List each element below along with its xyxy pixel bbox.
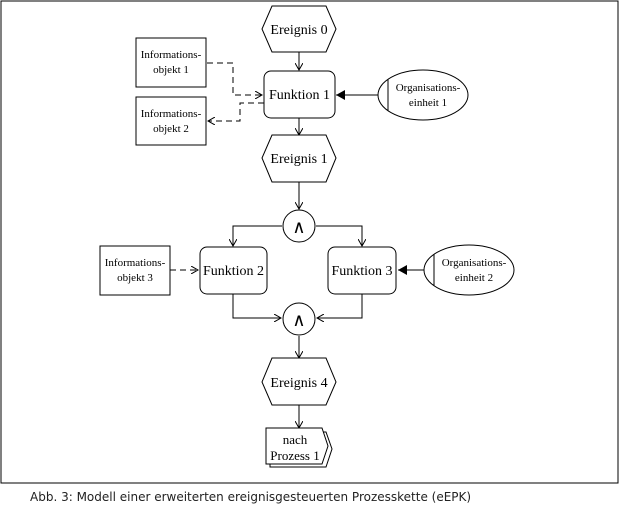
org-unit-1: Organisations- einheit 1 — [377, 69, 469, 121]
info-object-label-line-1: Informations- — [105, 257, 166, 269]
info-object-label-line-2: objekt 3 — [117, 272, 153, 284]
function-label: Funktion 1 — [269, 88, 330, 103]
and-symbol: ∧ — [292, 217, 305, 237]
and-symbol: ∧ — [292, 310, 305, 330]
function-funktion-1: Funktion 1 — [263, 70, 336, 119]
diagram-frame — [0, 0, 619, 484]
org-unit-label-line-1: Organisations- — [396, 82, 461, 94]
info-object-label-line-1: Informations- — [141, 49, 202, 61]
flow-f2-and-join — [232, 294, 281, 318]
info-object-label-line-2: objekt 2 — [153, 123, 189, 135]
event-hexagon — [261, 134, 337, 183]
event-ereignis-4: Ereignis 4 — [261, 357, 337, 406]
event-label: Ereignis 0 — [270, 23, 327, 38]
info-object-label-line-1: Informations- — [141, 108, 202, 120]
process-label-line-1: nach — [283, 432, 308, 447]
information-flow-lines — [170, 62, 264, 270]
function-label: Funktion 3 — [331, 264, 392, 279]
org-unit-ellipse — [423, 244, 515, 296]
event-label: Ereignis 4 — [270, 376, 327, 391]
flow-split-f2 — [233, 225, 282, 246]
and-split-connector: ∧ — [282, 209, 316, 243]
process-label-line-2: Prozess 1 — [270, 448, 319, 463]
org-unit-label-line-2: einheit 2 — [455, 272, 493, 284]
function-funktion-2: Funktion 2 — [199, 246, 268, 295]
info-object-box — [99, 245, 171, 296]
function-label: Funktion 2 — [203, 264, 264, 279]
process-front-shape — [265, 427, 329, 465]
event-label: Ereignis 1 — [270, 152, 327, 167]
org-unit-lines — [336, 90, 424, 275]
function-box — [327, 246, 397, 295]
function-box — [263, 70, 336, 119]
event-hexagon — [261, 5, 337, 53]
org-unit-2: Organisations- einheit 2 — [423, 244, 515, 296]
org-unit-label-line-2: einheit 1 — [409, 97, 447, 109]
figure-caption: Abb. 3: Modell einer erweiterten ereigni… — [30, 490, 472, 504]
info-flow-f1-io2 — [208, 102, 264, 121]
function-funktion-3: Funktion 3 — [327, 246, 397, 295]
info-object-box — [135, 37, 207, 88]
and-join-connector: ∧ — [282, 302, 316, 336]
event-ereignis-0: Ereignis 0 — [261, 5, 337, 53]
connector-circle — [282, 209, 316, 243]
info-flow-io1-f1 — [207, 62, 262, 95]
info-object-3: Informations- objekt 3 — [99, 245, 171, 296]
info-object-label-line-2: objekt 1 — [153, 64, 189, 76]
info-object-2: Informations- objekt 2 — [135, 96, 207, 146]
org-unit-ellipse — [377, 69, 469, 121]
info-object-box — [135, 96, 207, 146]
process-interface-prozess-1: nach Prozess 1 — [265, 427, 333, 468]
control-flow-lines — [233, 52, 362, 428]
flow-split-f3 — [316, 225, 362, 246]
org-unit-label-line-1: Organisations- — [442, 257, 507, 269]
connector-circle — [282, 302, 316, 336]
event-ereignis-1: Ereignis 1 — [261, 134, 337, 183]
info-object-1: Informations- objekt 1 — [135, 37, 207, 88]
event-hexagon — [261, 357, 337, 406]
function-box — [199, 246, 268, 295]
flow-f3-and-join — [317, 294, 363, 318]
